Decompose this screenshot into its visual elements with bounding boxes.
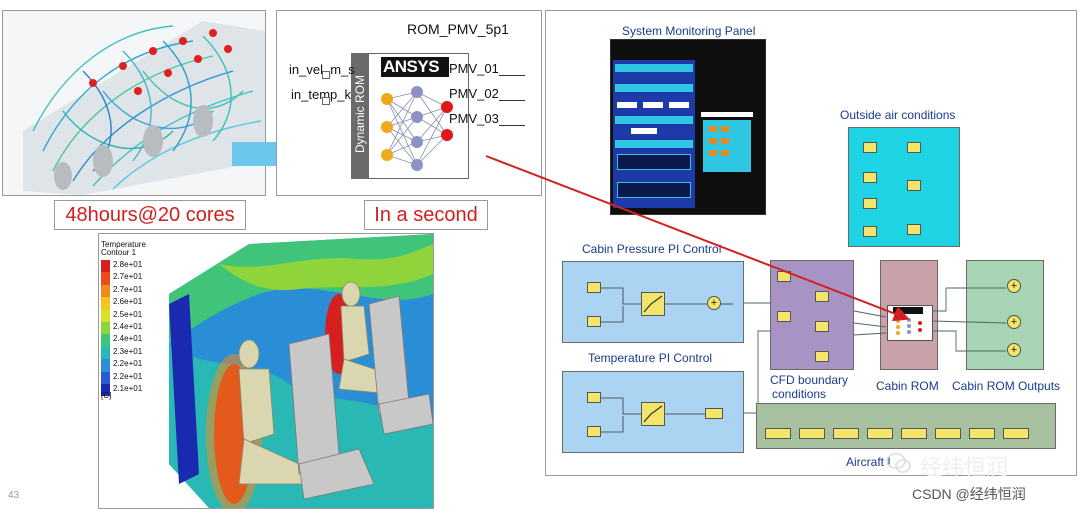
legend-level: 2.4e+01 [113,334,143,344]
rom-title: ROM_PMV_5p1 [407,21,509,37]
temperature-pi-title: Temperature PI Control [588,351,713,365]
legend-swatch [101,284,110,298]
legend-swatch [101,309,110,322]
legend-swatch [101,359,110,372]
rom-output-1: PMV_02 [449,86,499,101]
legend-swatch [101,260,110,273]
monitoring-panel-block [610,39,766,215]
cfd-boundary-block [770,260,854,370]
legend-swatch [101,334,110,347]
legend-title-2: Contour 1 [101,248,137,257]
pressure-pi-title: Cabin Pressure PI Control [582,242,722,256]
aircraft-block [756,403,1056,449]
legend-level: 2.4e+01 [113,322,143,331]
legend-level: 2.7e+01 [113,284,143,294]
temperature-contour-image: Temperature Contour 1 2.8e+01 2.7e+01 2.7e… [98,233,434,514]
cabin-rom-title: Cabin ROM [876,379,939,393]
legend-level: 2.6e+01 [113,297,143,307]
legend-level: 2.5e+01 [113,309,143,319]
signal-connectors [744,287,1007,414]
legend-level: 2.2e+01 [113,371,143,381]
csdn-watermark: CSDN @经纬恒润 [912,486,1026,502]
streamline-render [3,11,265,195]
system-model-panel: System Monitoring Panel Outside air cond… [545,10,1077,476]
legend-swatch [101,297,110,310]
legend-swatch [101,272,110,285]
wechat-icon [886,452,912,474]
neural-network-icon [381,86,453,171]
ansys-logo [381,57,449,77]
legend-swatch [101,322,110,335]
legend-level: 2.2e+01 [113,359,143,369]
rom-outputs-block: + + + [966,260,1044,370]
rom-block-panel: ROM_PMV_5p1 Dynamic ROM ANSYS in_vel_m_s… [276,10,542,196]
cfd-boundary-title-2: conditions [772,387,827,401]
legend-swatch [101,371,110,384]
legend-swatch [101,346,110,360]
aircraft-title: Aircraft I [846,455,891,469]
brand-watermark: 经纬恒润 [920,455,1009,480]
cfd-streamline-image [2,10,266,196]
contour-legend: Temperature Contour 1 2.8e+01 2.7e+01 2.7e… [101,240,161,410]
ansys-logo-text: ANSYS [383,57,440,76]
rom-outputs-title: Cabin ROM Outputs [952,379,1061,393]
slide-number: 43 [8,490,20,501]
rom-input-1: in_temp_k [291,87,351,102]
rom-input-0: in_vel_m_s [289,62,355,77]
cfd-boundary-title-1: CFD boundary [770,373,849,387]
rom-time-label: In a second [364,200,488,230]
outside-air-block [848,127,960,247]
legend-unit: [C] [101,391,112,400]
monitoring-title: System Monitoring Panel [622,24,756,38]
rom-output-0: PMV_01 [449,61,499,76]
contour-render [99,234,434,514]
rom-output-2: PMV_03 [449,111,499,126]
cfd-time-label: 48hours@20 cores [54,200,246,230]
pressure-pi-block: + [562,261,744,343]
rom-side-bar [351,53,369,179]
legend-swatch [101,384,110,397]
outside-air-title: Outside air conditions [840,108,956,122]
legend-level: 2.7e+01 [113,272,143,282]
legend-title-1: Temperature [101,240,146,249]
legend-level: 2.3e+01 [113,346,143,356]
legend-level: 2.1e+01 [113,384,143,393]
legend-level: 2.8e+01 [113,260,143,269]
temperature-pi-block [562,371,744,453]
